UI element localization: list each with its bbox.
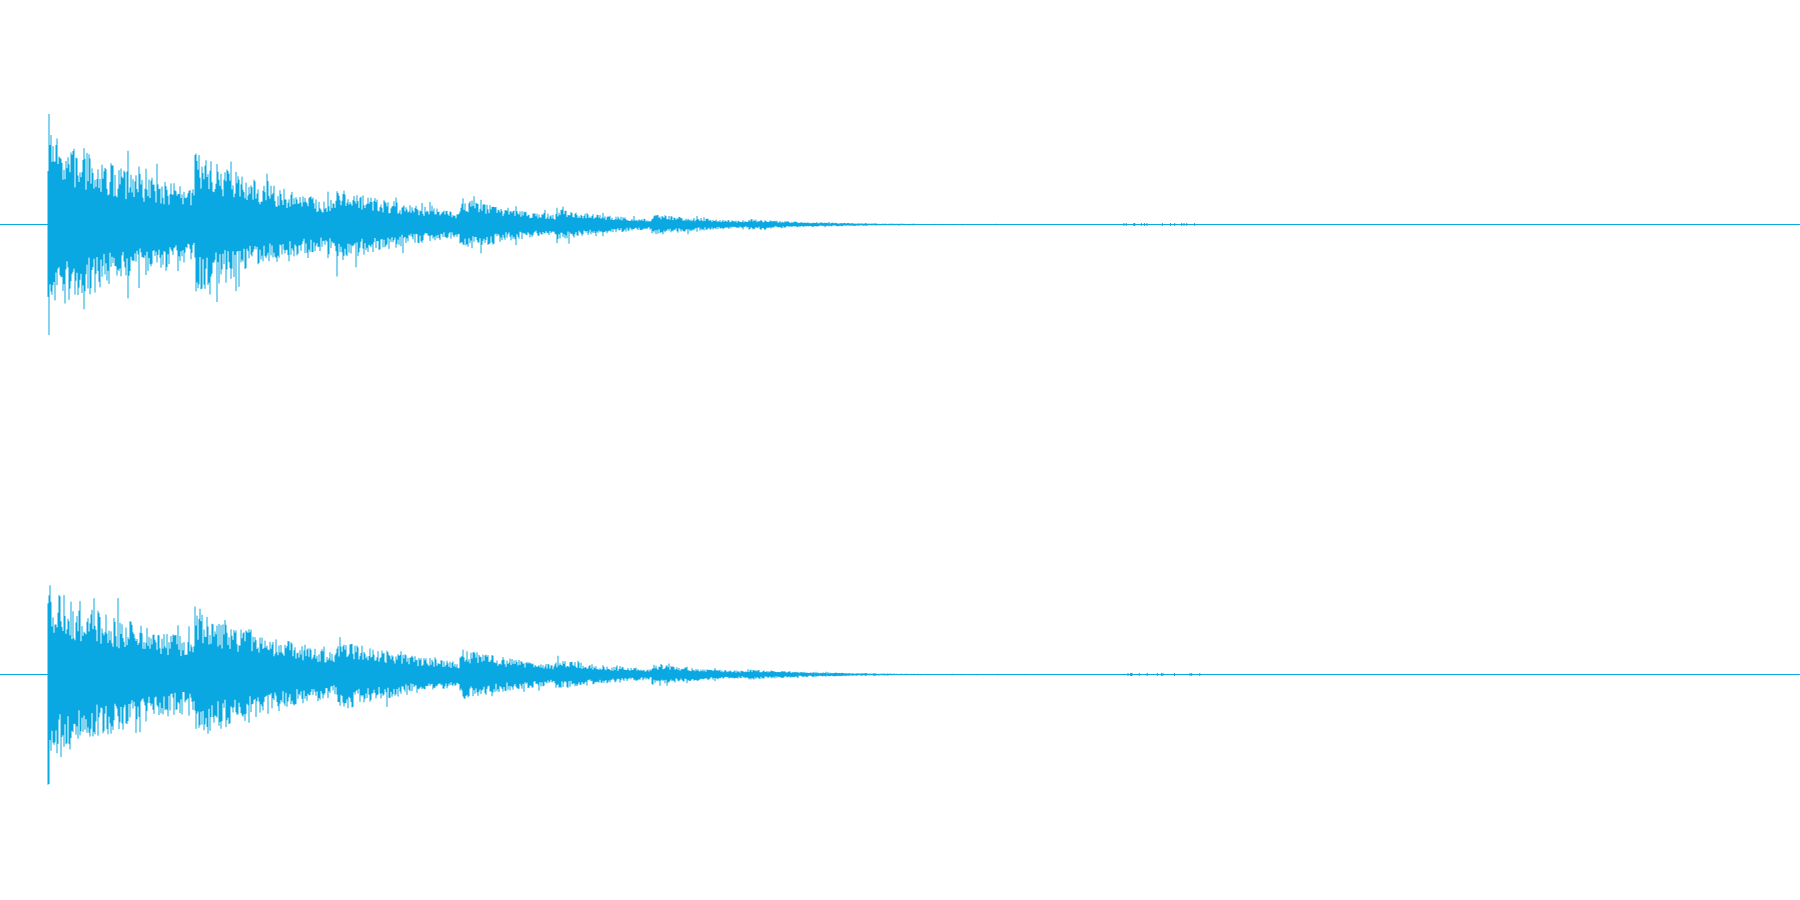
channel-right-waveform[interactable] <box>0 562 1800 787</box>
waveform-trace <box>47 114 1196 335</box>
channel-left-waveform[interactable] <box>0 112 1800 337</box>
waveform-trace <box>47 585 1201 785</box>
channel-left-svg <box>0 114 1800 335</box>
channel-right-svg <box>0 585 1800 785</box>
